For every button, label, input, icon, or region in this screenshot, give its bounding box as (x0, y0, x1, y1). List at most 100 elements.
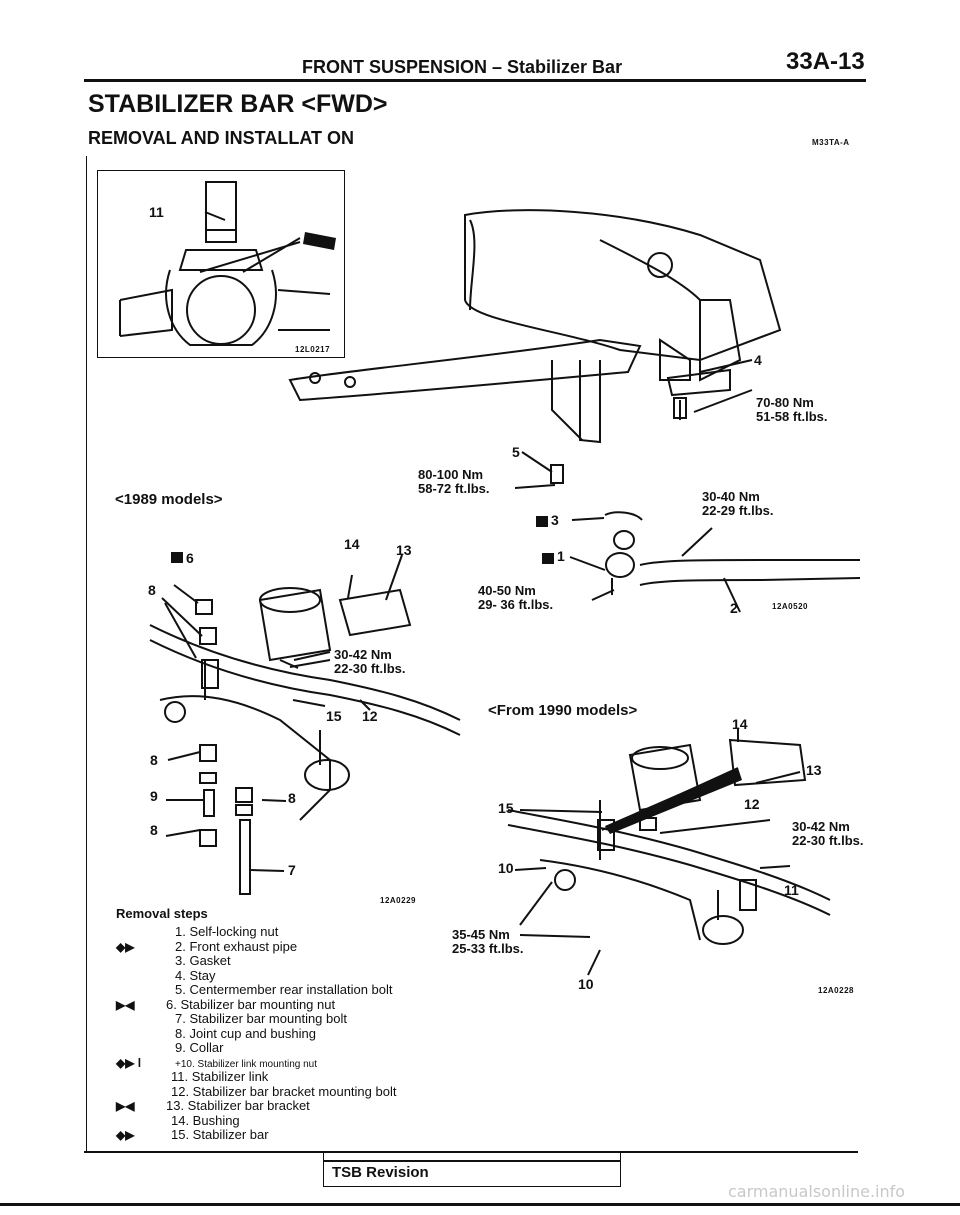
removal-step: ▶◀ 13. Stabilizer bar bracket (116, 1099, 446, 1114)
removal-step: 12. Stabilizer bar bracket mounting bolt (116, 1085, 446, 1100)
torque-link-1990-nm: 35-45 Nm (452, 927, 510, 942)
torque-5: 80-100 Nm 58-72 ft.lbs. (418, 468, 490, 496)
torque-1: 40-50 Nm 29- 36 ft.lbs. (478, 584, 553, 612)
torque-3-nm: 30-40 Nm (702, 489, 760, 504)
callout-12-1990: 12 (744, 796, 760, 812)
torque-1-nm: 40-50 Nm (478, 583, 536, 598)
step-text: 12. Stabilizer bar bracket mounting bolt (171, 1083, 397, 1099)
tsb-revision-label: TSB Revision (332, 1164, 429, 1181)
step-text: 5. Centermember rear installation bolt (175, 982, 393, 997)
torque-1-ft: 29- 36 ft.lbs. (478, 597, 554, 612)
callout-5: 5 (512, 444, 520, 460)
callout-8-b: 8 (150, 752, 158, 768)
removal-steps-list: 1. Self-locking nut ◆▶ 2. Front exhaust … (116, 925, 446, 1143)
removal-step: 8. Joint cup and bushing (116, 1027, 446, 1042)
removal-step: ▶◀ 6. Stabilizer bar mounting nut (116, 998, 446, 1013)
removal-step: ◆▶ 2. Front exhaust pipe (116, 940, 446, 955)
torque-bracket-1989-nm: 30-42 Nm (334, 647, 392, 662)
step-text: 15. Stabilizer bar (171, 1127, 269, 1142)
callout-13-1990: 13 (806, 762, 822, 778)
caption-1990-models: <From 1990 models> (488, 702, 638, 719)
torque-bracket-1990-nm: 30-42 Nm (792, 819, 850, 834)
inset-figure-code: 12L0217 (295, 345, 331, 354)
callout-13-1989: 13 (396, 542, 412, 558)
section-code: M33TA-A (812, 138, 850, 147)
step-text: 3. Gasket (175, 953, 231, 968)
step-text: 4. Stay (175, 967, 216, 983)
removal-step: 1. Self-locking nut (116, 925, 446, 940)
torque-link-1990: 35-45 Nm 25-33 ft.lbs. (452, 928, 524, 956)
step-text: 1. Self-locking nut (175, 924, 279, 939)
torque-link-1990-ft: 25-33 ft.lbs. (452, 941, 524, 956)
torque-3-ft: 22-29 ft.lbs. (702, 503, 774, 518)
callout-3: 3 (551, 512, 559, 528)
step-symbol: ▶◀ (116, 1099, 135, 1113)
step-text: 11. Stabilizer link (171, 1069, 269, 1084)
step-text: 9. Collar (175, 1040, 224, 1055)
step-text: 8. Joint cup and bushing (175, 1025, 316, 1041)
step-text: 7. Stabilizer bar mounting bolt (175, 1011, 347, 1026)
callout-10-b: 10 (578, 976, 594, 992)
callout-11-inset: 11 (149, 204, 164, 220)
step-text: 14. Bushing (171, 1112, 240, 1128)
watermark: carmanualsonline.info (728, 1182, 906, 1201)
callout-8-c: 8 (288, 790, 296, 806)
callout-10-a: 10 (498, 860, 514, 876)
removal-step: ◆▶ 15. Stabilizer bar (116, 1128, 446, 1143)
model1989-figure-code: 12A0229 (380, 896, 416, 905)
callout-8-d: 8 (150, 822, 158, 838)
torque-4: 70-80 Nm 51-58 ft.lbs. (756, 396, 828, 424)
step-symbol: ◆▶ (116, 939, 135, 954)
page-title: STABILIZER BAR <FWD> (88, 90, 388, 118)
step-symbol: ▶◀ (116, 997, 135, 1012)
callout-4: 4 (754, 352, 762, 368)
torque-bracket-1990-ft: 22-30 ft.lbs. (792, 833, 864, 848)
torque-bracket-1989: 30-42 Nm 22-30 ft.lbs. (334, 648, 406, 676)
removal-step: 7. Stabilizer bar mounting bolt (116, 1012, 446, 1027)
model1990-figure-code: 12A0228 (818, 986, 854, 995)
step-symbol: ◆▶ (116, 1128, 135, 1142)
removal-step: 3. Gasket (116, 954, 446, 969)
torque-4-nm: 70-80 Nm (756, 395, 814, 410)
step-symbol: ◆▶ l (116, 1055, 142, 1070)
callout-11: 11 (784, 882, 799, 898)
step-text: 2. Front exhaust pipe (175, 938, 298, 954)
removal-step: 9. Collar (116, 1041, 446, 1056)
section-title: FRONT SUSPENSION – Stabilizer Bar (302, 57, 623, 77)
removal-step: 14. Bushing (116, 1114, 446, 1129)
torque-bracket-1989-ft: 22-30 ft.lbs. (334, 661, 406, 676)
callout-12-1989: 12 (362, 708, 378, 724)
left-margin-rule (86, 156, 87, 1152)
callout-7: 7 (288, 862, 296, 878)
removal-step: ◆▶ l +10. Stabilizer link mounting nut (116, 1056, 446, 1071)
torque-5-nm: 80-100 Nm (418, 467, 484, 482)
page-number: 33A-13 (786, 48, 865, 75)
torque-4-ft: 51-58 ft.lbs. (756, 409, 828, 424)
torque-3: 30-40 Nm 22-29 ft.lbs. (702, 490, 774, 518)
callout-14-1990: 14 (732, 716, 748, 732)
footer-rule (84, 1151, 858, 1153)
torque-bracket-1990: 30-42 Nm 22-30 ft.lbs. (792, 820, 864, 848)
callout-6: 6 (186, 550, 194, 566)
callout-8-a: 8 (148, 582, 156, 598)
removal-step: 4. Stay (116, 969, 446, 984)
callout-2: 2 (730, 600, 738, 616)
step-text: +10. Stabilizer link mounting nut (175, 1058, 318, 1070)
removal-steps-heading: Removal steps (116, 906, 208, 921)
callout-9: 9 (150, 788, 158, 804)
tsb-revision-box: TSB Revision (323, 1151, 621, 1187)
crossmember-figure-code: 12A0520 (772, 602, 808, 611)
section-subtitle: REMOVAL AND INSTALLAT ON (88, 128, 354, 148)
inset-frame (97, 170, 345, 358)
callout-14-1989: 14 (344, 536, 360, 552)
callout-15-1990: 15 (498, 800, 514, 816)
removal-step: 5. Centermember rear installation bolt (116, 983, 446, 998)
header-rule (84, 79, 866, 82)
step-text: 6. Stabilizer bar mounting nut (166, 996, 336, 1012)
caption-1989-models: <1989 models> (115, 491, 223, 508)
callout-1: 1 (557, 548, 565, 564)
